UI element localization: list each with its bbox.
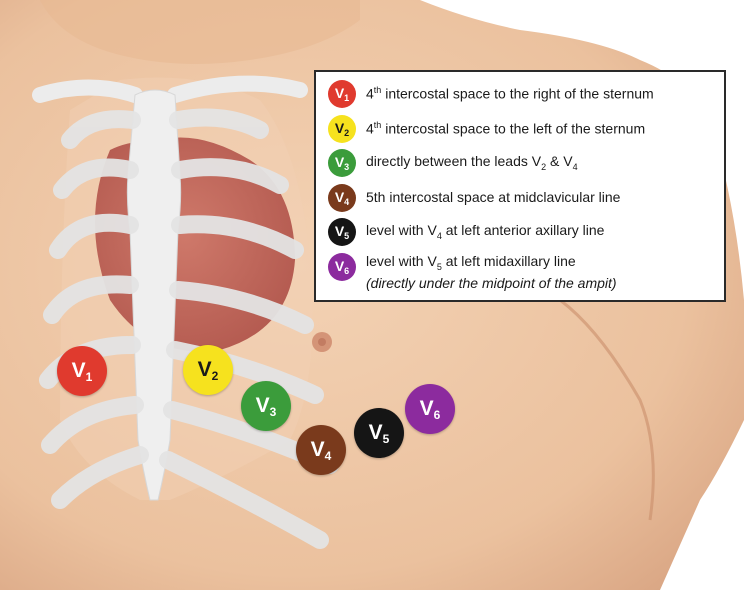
legend-text-v3: directly between the leads V2 & V4: [366, 153, 578, 173]
legend-row-v5: V5 level with V4 at left anterior axilla…: [328, 215, 716, 250]
legend-row-v3: V3 directly between the leads V2 & V4: [328, 146, 716, 181]
lead-marker-v4: V4: [296, 425, 346, 475]
legend-text-v2: 4th intercostal space to the left of the…: [366, 120, 645, 138]
legend-row-v6: V6 level with V5 at left midaxillary lin…: [328, 250, 716, 299]
legend-dot-v6: V6: [328, 253, 356, 281]
legend-text-v4: 5th intercostal space at midclavicular l…: [366, 189, 620, 207]
legend-row-v1: V1 4th intercostal space to the right of…: [328, 77, 716, 112]
legend-text-v6: level with V5 at left midaxillary line(d…: [366, 253, 617, 293]
lead-marker-v2: V2: [183, 345, 233, 395]
lead-marker-v6: V6: [405, 384, 455, 434]
legend-dot-v5: V5: [328, 218, 356, 246]
legend-row-v4: V4 5th intercostal space at midclavicula…: [328, 181, 716, 216]
legend-dot-v3: V3: [328, 149, 356, 177]
right-clavicle: [40, 88, 135, 96]
legend-note-v6: (directly under the midpoint of the ampi…: [366, 275, 617, 293]
lead-marker-v3: V3: [241, 381, 291, 431]
legend-dot-v2: V2: [328, 115, 356, 143]
legend-text-v1: 4th intercostal space to the right of th…: [366, 85, 654, 103]
legend-dot-v1: V1: [328, 80, 356, 108]
lead-marker-v1: V1: [57, 346, 107, 396]
legend-dot-v4: V4: [328, 184, 356, 212]
lead-placement-legend: V1 4th intercostal space to the right of…: [314, 70, 726, 302]
legend-row-v2: V2 4th intercostal space to the left of …: [328, 112, 716, 147]
legend-text-v5: level with V4 at left anterior axillary …: [366, 222, 604, 242]
lead-marker-v5: V5: [354, 408, 404, 458]
